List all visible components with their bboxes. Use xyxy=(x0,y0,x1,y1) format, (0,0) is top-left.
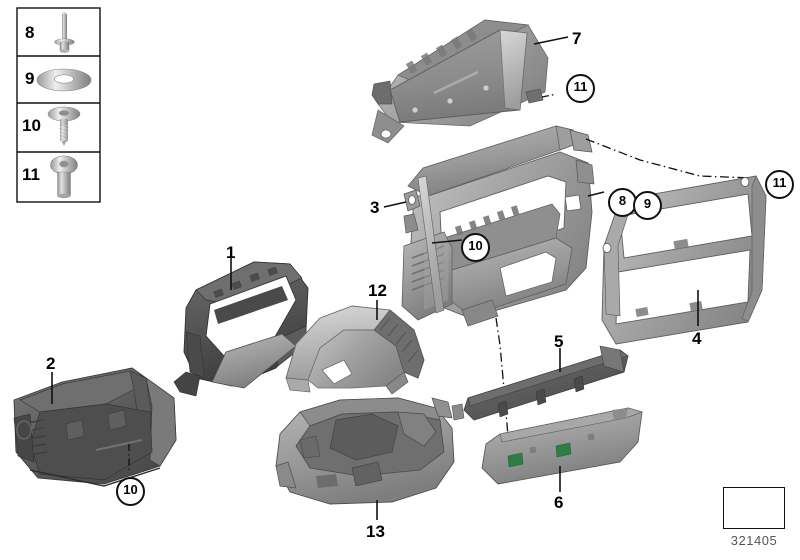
part-2-glove-box xyxy=(13,367,177,487)
diagram-id-number: 321405 xyxy=(730,533,778,548)
legend-box xyxy=(16,7,101,203)
legend-number-10: 10 xyxy=(22,116,41,135)
part-5-trim-strip-upper xyxy=(463,345,629,421)
part-6-trim-strip-lower xyxy=(481,407,643,492)
legend-number-9: 9 xyxy=(25,69,35,88)
part-label-4: 4 xyxy=(692,329,702,348)
part-label-6: 6 xyxy=(554,493,564,512)
rivet-icon xyxy=(54,12,75,53)
part-13-column-shroud-lower xyxy=(275,397,465,520)
part-12-column-shroud-upper xyxy=(285,300,425,395)
part-label-2: 2 xyxy=(46,354,56,373)
callout-11-top: 11 xyxy=(566,74,595,103)
part-label-1: 1 xyxy=(226,243,236,262)
callout-11-right: 11 xyxy=(765,170,794,199)
part-label-7: 7 xyxy=(572,29,582,48)
callout-10-frame: 10 xyxy=(461,233,490,262)
washer-icon xyxy=(36,68,92,92)
legend-number-8: 8 xyxy=(25,23,35,42)
callout-10-glovebox: 10 xyxy=(116,477,145,506)
self-tapping-screw-icon xyxy=(47,106,81,146)
part-7-glovebox-lid xyxy=(371,19,569,144)
callout-9: 9 xyxy=(633,191,662,220)
part-label-12: 12 xyxy=(368,281,387,300)
part-label-13: 13 xyxy=(366,522,385,541)
part-label-3: 3 xyxy=(370,198,380,217)
direction-icon-box xyxy=(723,487,785,529)
pan-head-screw-icon xyxy=(50,155,78,199)
part-label-5: 5 xyxy=(554,332,564,351)
part-3-carrier-frame xyxy=(383,125,753,469)
legend-number-11: 11 xyxy=(22,165,40,184)
